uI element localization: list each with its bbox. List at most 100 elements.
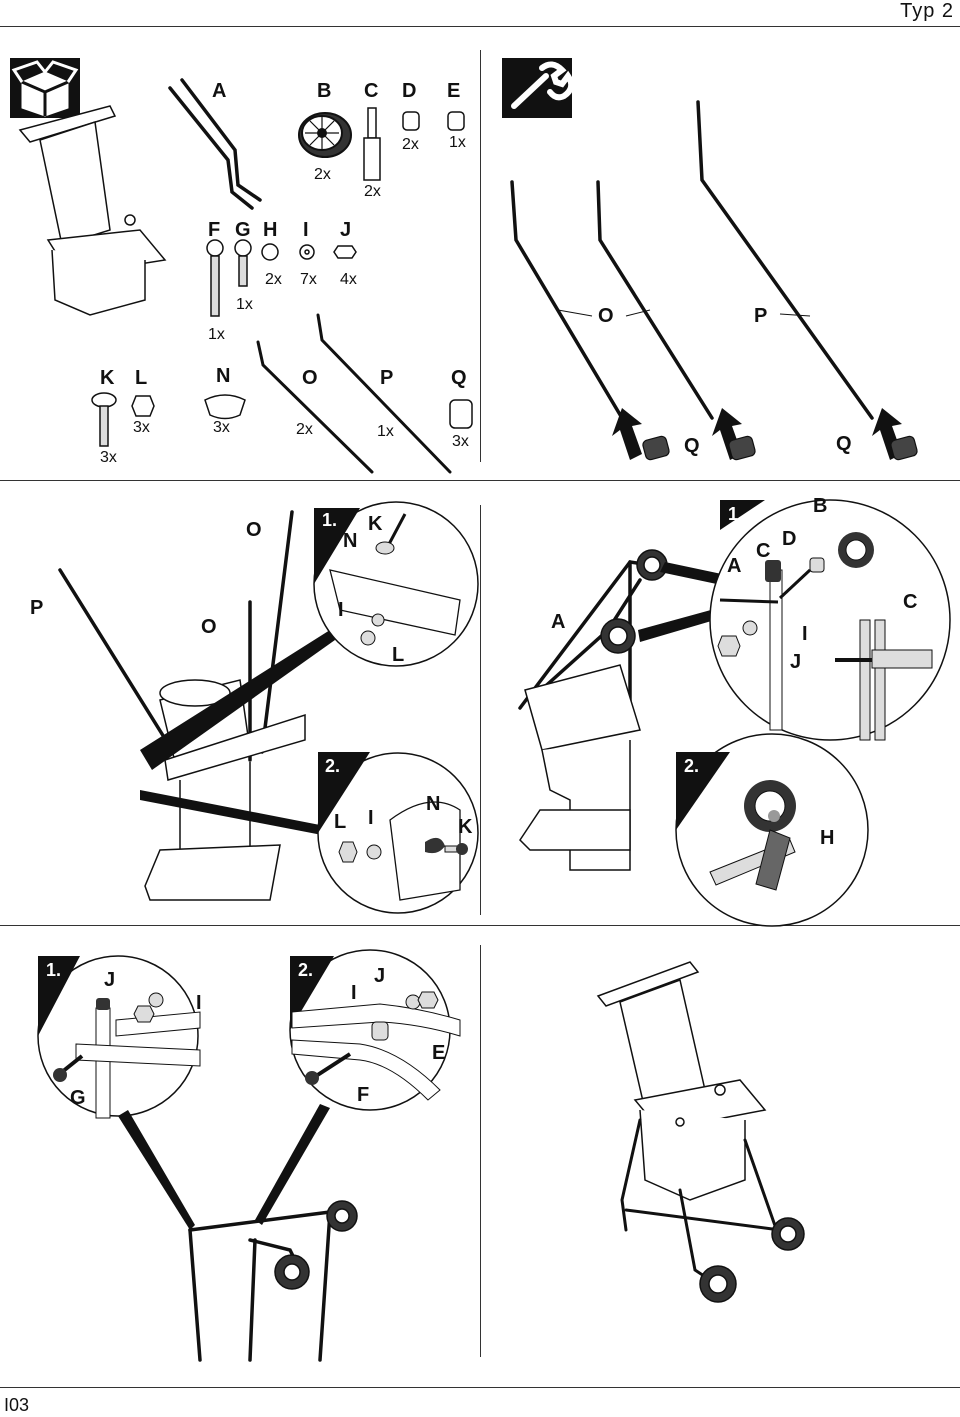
label-s3-e: E [432,1042,446,1064]
part-f-bolt [206,239,224,317]
label-s2r-j: J [790,651,802,673]
label-s2r-c2: C [903,591,918,613]
label-s2-o-top: O [246,519,262,541]
qty-part-q: 3x [452,433,469,450]
part-q-cap [449,399,473,429]
divider-v3 [480,945,481,1357]
label-assembly-p: P [754,305,768,327]
wheel-mid [600,618,636,654]
label-s2r-i: I [802,623,808,645]
label-s2-n: N [343,530,358,552]
label-part-b: B [317,80,332,102]
label-part-a: A [212,80,227,102]
cap-q-mid [728,435,756,461]
detail-circle-6: 2. [289,949,461,1111]
assembled-shredder [596,961,805,1303]
label-s2-p: P [30,597,44,619]
detail-circle-5: 1. [37,955,201,1119]
part-p-rod [316,313,452,474]
label-s2-o-mid: O [201,616,217,638]
qty-part-k: 3x [100,449,117,466]
header-rule [0,26,960,27]
part-b-wheel [298,112,352,158]
rod-p-drawn [58,568,174,752]
section2-left-illustration: 1. 2. [58,501,479,914]
qty-part-g: 1x [236,296,253,313]
label-s3-i2: I [351,982,357,1004]
label-part-p: P [380,367,394,389]
svg-text:1.: 1. [728,504,743,524]
qty-part-c: 2x [364,183,381,200]
box-icon [10,58,80,118]
page-number: I03 [4,1395,30,1415]
wheel-assembled-right [771,1217,805,1251]
detail-circle-3: 1. [709,499,951,741]
label-part-f: F [208,219,221,241]
label-assembly-q2: Q [836,433,852,455]
wheel-frame-mid [274,1254,310,1290]
rod-o-left [510,180,624,420]
divider-h1 [0,480,960,481]
rod-p [696,100,874,420]
label-assembly-o: O [598,305,614,327]
qty-part-o: 2x [296,421,313,438]
qty-part-h: 2x [265,271,282,288]
svg-text:1.: 1. [322,510,337,530]
wrench-icon [502,58,575,118]
qty-part-f: 1x [208,326,225,343]
part-h-cap [261,243,279,261]
label-part-g: G [235,219,251,241]
section2-right-illustration: 1. 2. [518,499,951,927]
divider-v1 [480,50,481,462]
qty-part-d: 2x [402,136,419,153]
qty-part-i: 7x [300,271,317,288]
type-label: Typ 2 [900,0,954,22]
cap-q-left [642,435,670,461]
label-s3-j2: J [374,965,386,987]
label-s2r-h: H [820,827,835,849]
part-i-washer [299,244,315,260]
wheel-frame-right [326,1200,358,1232]
part-e-cap [447,111,465,131]
qty-part-p: 1x [377,423,394,440]
label-s2-k: K [368,513,383,535]
label-part-i: I [303,219,309,241]
qty-part-a: 2x [314,166,331,183]
label-part-j: J [340,219,352,241]
label-part-l: L [135,367,148,389]
section3-left-illustration: 1. 2. [37,949,461,1362]
arrow-up-left [612,408,642,460]
svg-text:2.: 2. [684,756,699,776]
label-s3-j: J [104,969,116,991]
part-a-rods [168,78,262,210]
label-part-d: D [402,80,417,102]
rod-cap-assembly [502,58,918,461]
label-s2r-c: C [756,540,771,562]
label-part-n: N [216,365,231,387]
detail-circle-1: 1. [313,501,479,667]
part-l-nut [131,395,155,417]
label-s2-l: L [392,644,405,666]
part-c-axle [363,107,381,181]
part-j-nut [333,245,357,259]
parts-illustration [10,58,473,474]
label-assembly-q1: Q [684,435,700,457]
label-s2r-a: A [727,555,742,577]
cap-q-right [890,435,918,461]
part-o-rod [256,340,374,474]
label-s3-g: G [70,1087,86,1109]
qty-part-j: 4x [340,271,357,288]
svg-text:2.: 2. [298,960,313,980]
divider-h2 [0,925,960,926]
wheel-top [636,549,668,581]
label-part-q: Q [451,367,467,389]
rod-o-back [260,510,294,754]
label-s2-i: I [338,599,344,621]
part-n-spacer [204,394,246,420]
label-s2r-d: D [782,528,797,550]
label-part-o: O [302,367,318,389]
label-s3-f: F [357,1084,370,1106]
qty-part-n: 3x [213,419,230,436]
label-s2-l2: L [334,811,347,833]
qty-part-e: 1x [449,134,466,151]
